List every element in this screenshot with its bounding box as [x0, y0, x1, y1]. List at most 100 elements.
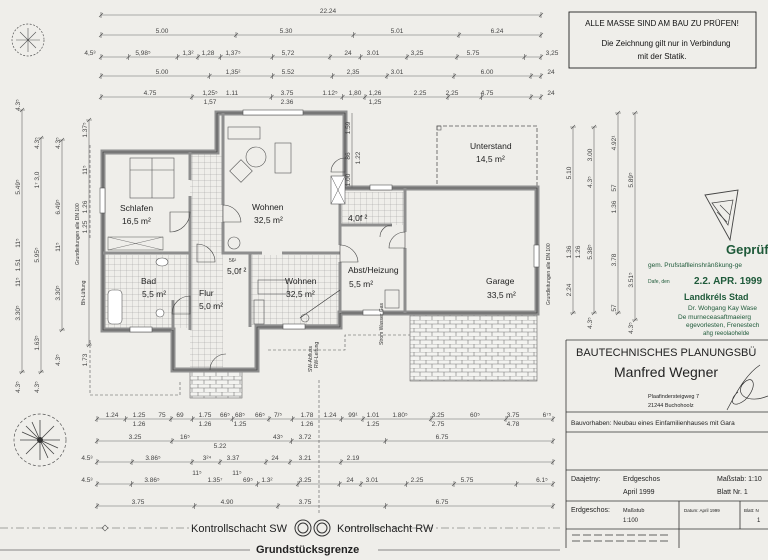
dimension-label: 4.3⁵ — [55, 137, 62, 149]
dimension-label: 3.01 — [366, 477, 379, 484]
dimension-label: 1,26 — [369, 90, 382, 97]
architect-name: Manfred Wegner — [614, 364, 718, 380]
dimension-label: 5,98⁵ — [135, 50, 151, 57]
dining-table — [257, 279, 289, 295]
dimension-label: 1,35² — [226, 69, 242, 76]
dimension-label: 3.01 — [367, 50, 380, 57]
dimension-tick — [339, 416, 344, 422]
dimension-label: 1.37⁵ — [82, 122, 89, 138]
dimension-label: 4.3⁵ — [587, 317, 594, 329]
dimension-label: 5.52 — [282, 69, 295, 76]
dimension-label: 3,25 — [546, 50, 559, 57]
manhole-rw-label: Kontrollschacht RW — [337, 523, 434, 535]
dimension-tick — [195, 54, 201, 60]
tiled-floor-kitchen — [250, 255, 340, 325]
dimension-label: 6.1⁵ — [536, 477, 548, 484]
dimension-tick — [360, 416, 366, 422]
room-area: 33,5 m² — [487, 290, 516, 300]
dimension-label: 5.00 — [156, 28, 169, 35]
dimension-label: 57 — [611, 184, 618, 192]
dimension-label: 6.49⁵ — [55, 199, 62, 215]
dimension-tick — [538, 32, 544, 38]
dimension-tick — [362, 94, 368, 100]
dimension-tick — [550, 438, 556, 444]
dimension-tick — [451, 481, 457, 487]
dimension-tick — [189, 459, 195, 465]
dimension-label: 4.3⁵ — [34, 381, 41, 393]
dimension-tick — [383, 503, 388, 509]
dimension-label: 3.21 — [299, 455, 312, 462]
dimension-label: 1,37⁵ — [225, 50, 241, 57]
dimension-label: 69⁵ — [243, 477, 253, 484]
dimension-tick — [217, 459, 223, 465]
dimension-label: 3.78 — [611, 253, 618, 266]
stamp-line: ahg reeolaohelde — [703, 331, 750, 337]
washbasin — [155, 257, 169, 267]
dimension-tick — [59, 137, 65, 143]
dimension-label: 1.26 — [133, 421, 146, 428]
stamp-line: gem. Prufstaflleinshränßkung-ge — [648, 262, 742, 269]
dimension-label: 1.01 — [367, 412, 380, 419]
dimension-tick — [207, 73, 212, 79]
north-arrow-logo — [704, 189, 739, 242]
dimension-label: 3.25 — [129, 434, 142, 441]
dimension-tick — [98, 32, 104, 38]
dimension-label: 4.75 — [481, 90, 494, 97]
dimension-tick — [632, 110, 638, 116]
room-garage: Garage 33,5 m² — [486, 276, 516, 300]
room-area: 5,0 m² — [199, 301, 223, 311]
dimension-label: 1.12⁵ — [322, 90, 338, 97]
dimension-tick — [169, 438, 175, 444]
dimension-tick — [129, 459, 135, 465]
address-street: Plaafindersteigweg 7 — [648, 394, 699, 400]
dimension-tick — [615, 110, 621, 116]
dimension-tick — [538, 73, 544, 79]
floor-label: Erdgeschos: — [571, 507, 610, 514]
sheet-value: 1 — [757, 518, 761, 524]
dimension-tick — [98, 73, 104, 79]
dimension-label: 11⁵ — [192, 470, 202, 477]
dimension-label: 3.86⁵ — [144, 477, 160, 484]
round-table — [245, 146, 267, 168]
stamp-line: De murneceasaftmaeierg — [678, 314, 751, 321]
tiled-floor-flur — [190, 153, 223, 370]
dimension-tick — [570, 310, 576, 316]
dimension-label: 1⁷ 3,0 — [34, 171, 41, 188]
paving-area — [409, 314, 538, 382]
dimension-label: 1.36 — [566, 245, 573, 258]
room-area: 4,0f ² — [348, 213, 368, 223]
dimension-label: 3.86⁵ — [145, 455, 161, 462]
dimension-tick — [86, 342, 92, 348]
dimension-label: 16⁵ — [180, 434, 190, 441]
dimension-label: 1.63⁵ — [34, 335, 41, 351]
dimension-tick — [632, 317, 638, 323]
dimension-tick — [230, 416, 235, 422]
wardrobe — [107, 236, 164, 251]
manholes: Kontrollschacht SW Kontrollschacht RW — [0, 519, 560, 537]
dimension-label: 24 — [547, 69, 555, 76]
dimension-tick — [94, 503, 100, 509]
leader-line — [299, 289, 341, 319]
room-schlafen: Schlafen 16,5 m² — [120, 203, 153, 226]
dimension-label: 6.00 — [481, 69, 494, 76]
utilities-annotation: Strom Wasser Gas — [379, 302, 385, 345]
project-description: Bauvorhaben: Neubau eines Einfamilienhau… — [571, 420, 735, 427]
scale: Maßstab: 1:10 — [717, 476, 762, 483]
dimension-tick — [189, 94, 195, 100]
dimension-tick — [358, 54, 363, 60]
door-swings — [169, 157, 406, 371]
dimension-tick — [59, 327, 65, 333]
drain-annotation: Grundleitungen alle DN 100 — [75, 203, 81, 265]
stamp-authority: Landkréls Stad — [684, 292, 749, 302]
dimension-label: 24 — [344, 50, 352, 57]
stamp-date: 2.2. APR. 1999 — [694, 276, 762, 287]
dimension-label: 4.92¹ — [611, 135, 618, 151]
signature — [726, 364, 768, 411]
dimension-tick — [38, 135, 44, 141]
room-area: 5,5 m² — [142, 289, 166, 299]
dimension-tick — [445, 94, 451, 100]
dimension-label: 2.25 — [414, 90, 427, 97]
dimension-label: 5.89⁵ — [628, 172, 635, 188]
